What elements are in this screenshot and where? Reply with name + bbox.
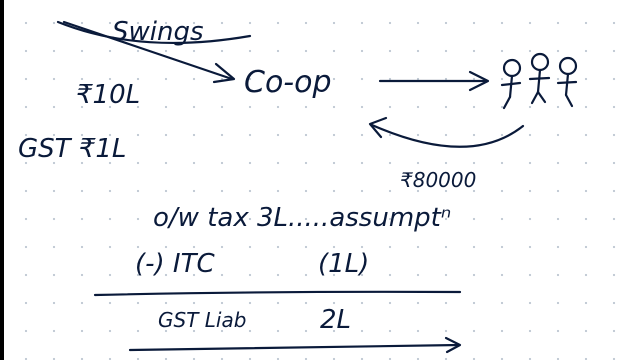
return-curve-arrow-line [370,123,525,148]
person-icon-3 [556,56,578,108]
itc-label-text: (-) ITC [135,249,215,279]
gst-liab-amount-text: 2L [320,305,351,335]
coop-text: Co-op [244,65,332,100]
swings-underline [56,20,252,44]
gst-liab-label-text: GST Liab [158,308,246,332]
swings-arrowhead [212,62,236,84]
gst-1l-text: GST ₹1L [18,134,126,164]
swings-arrow-line [62,20,234,81]
members-people-icon [500,52,578,110]
subtotal-rule [93,290,462,297]
left-margin-rule [0,0,4,360]
output-tax-text: o/w tax 3L.....assumptⁿ [153,203,451,233]
person-icon-1 [500,58,522,110]
amount-10l-text: ₹10L [76,80,140,110]
amount-80000-text: ₹80000 [400,168,476,192]
return-curve-arrowhead [368,116,388,139]
bottom-arrowhead [444,336,462,354]
bottom-arrow-line [128,343,461,352]
person-icon-2 [528,52,551,105]
itc-amount-text: (1L) [318,249,369,279]
coop-to-members-arrowhead [468,70,490,92]
